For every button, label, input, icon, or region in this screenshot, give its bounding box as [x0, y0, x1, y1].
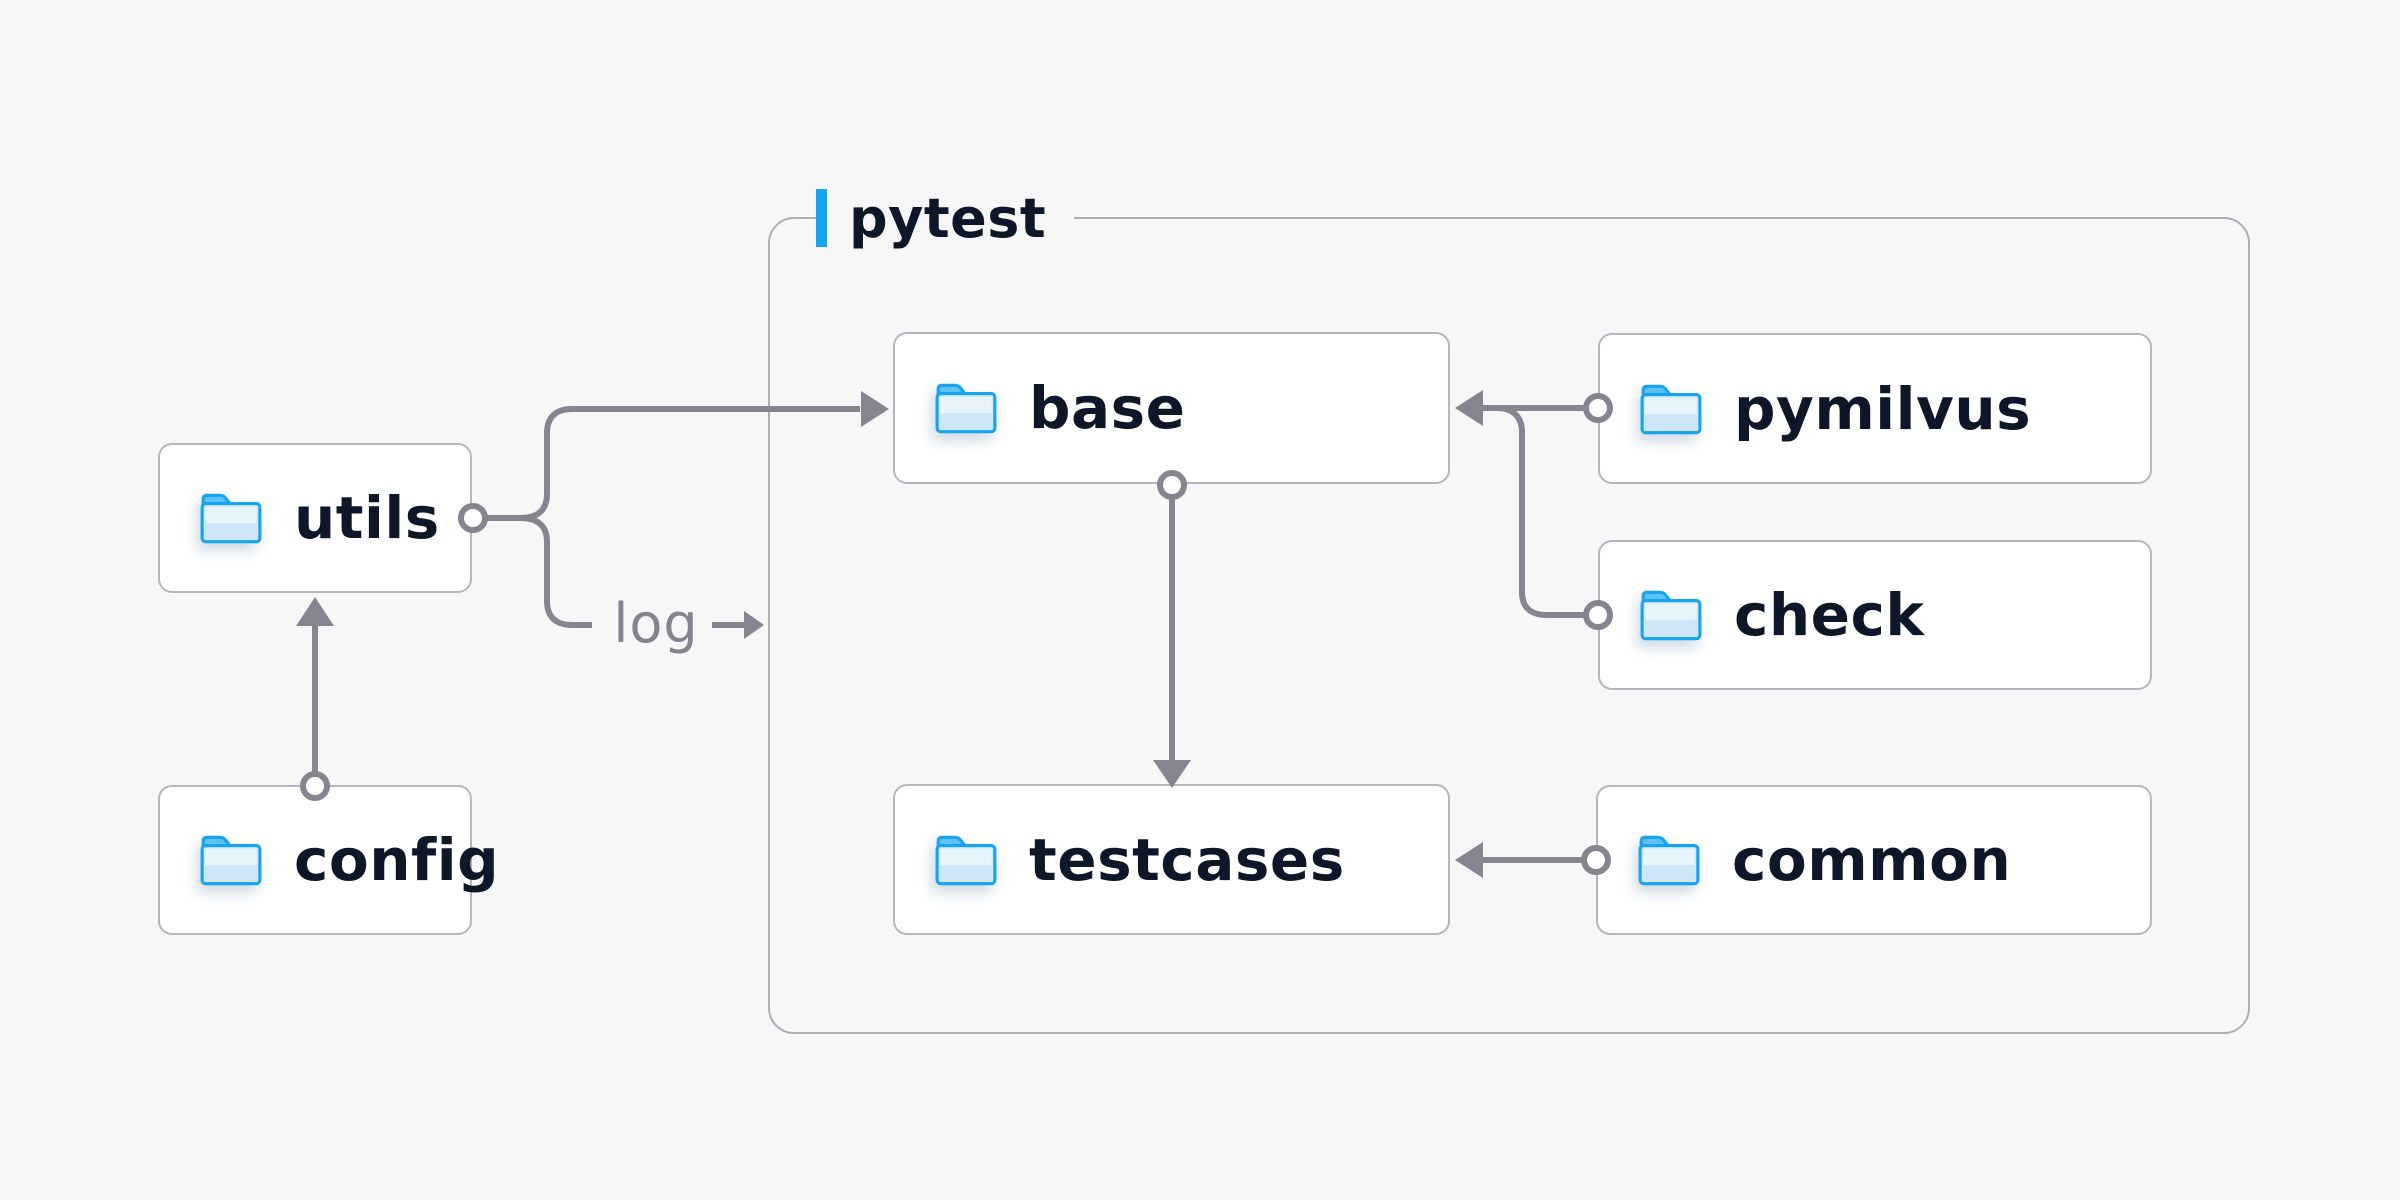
- folder-icon: [1636, 832, 1702, 888]
- folder-icon: [198, 490, 264, 546]
- pytest-cluster-label: pytest: [816, 186, 1075, 250]
- node-label: pymilvus: [1734, 374, 2032, 443]
- pytest-cluster: pytest: [768, 186, 2250, 1034]
- node-common: common: [1596, 785, 2152, 935]
- node-label: testcases: [1029, 825, 1345, 894]
- node-pymilvus: pymilvus: [1598, 333, 2152, 484]
- node-utils: utils: [158, 443, 472, 593]
- edge-label-log: log: [613, 592, 699, 655]
- node-label: base: [1029, 374, 1186, 442]
- folder-icon: [1638, 381, 1704, 437]
- node-testcases: testcases: [893, 784, 1450, 935]
- node-label: common: [1732, 826, 2012, 894]
- node-label: utils: [294, 484, 440, 552]
- blue-accent-bar: [816, 189, 827, 247]
- node-label: check: [1734, 581, 1925, 649]
- node-base: base: [893, 332, 1450, 484]
- folder-icon: [198, 832, 264, 888]
- node-label: config: [294, 826, 500, 894]
- folder-icon: [933, 380, 999, 436]
- edge-config-utils: [296, 597, 334, 801]
- node-check: check: [1598, 540, 2152, 690]
- folder-icon: [933, 832, 999, 888]
- node-config: config: [158, 785, 499, 935]
- folder-icon: [1638, 587, 1704, 643]
- cluster-title: pytest: [849, 186, 1047, 250]
